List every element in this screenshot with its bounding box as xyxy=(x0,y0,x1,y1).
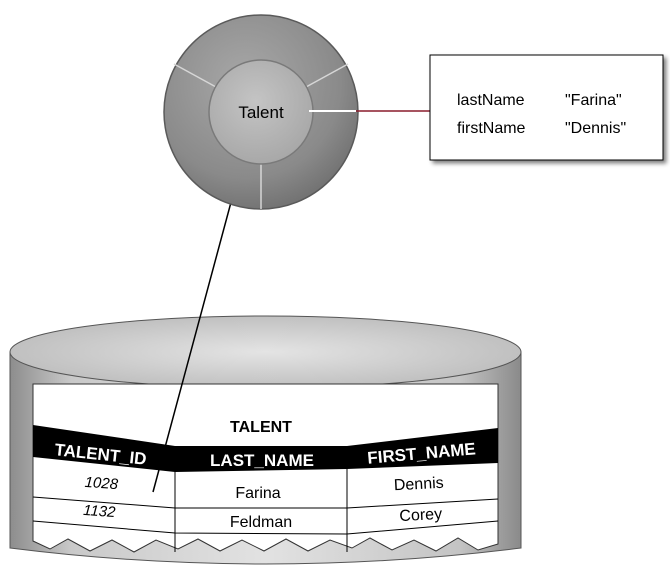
attribute-key: firstName xyxy=(457,120,526,137)
table-header-band xyxy=(33,425,498,472)
attribute-box-frame xyxy=(429,54,664,161)
attribute-key: lastName xyxy=(457,92,525,109)
attribute-value: "Dennis" xyxy=(565,120,626,137)
ring-divider xyxy=(173,63,217,88)
ring-divider xyxy=(305,63,349,88)
cell-talent-id: 1028 xyxy=(84,474,119,493)
table-title: TALENT xyxy=(230,419,292,436)
row-separator xyxy=(32,520,499,535)
talent-table: TALENT TALENT_ID LAST_NAME FIRST_NAME 10… xyxy=(32,383,499,553)
cell-talent-id: 1132 xyxy=(83,502,117,521)
cell-last-name: Feldman xyxy=(230,514,292,531)
attribute-box xyxy=(429,54,664,161)
cell-first-name: Corey xyxy=(399,506,443,525)
attribute-value: "Farina" xyxy=(565,92,622,109)
header-last-name: LAST_NAME xyxy=(210,451,314,470)
cell-last-name: Farina xyxy=(235,485,280,502)
cylinder-top xyxy=(9,315,522,389)
cell-first-name: Dennis xyxy=(393,475,444,495)
enterprise-object: Talent xyxy=(163,14,359,210)
object-label: Talent xyxy=(238,103,284,122)
row-separator xyxy=(32,496,499,509)
arrow-shaft xyxy=(152,179,238,493)
attribute-list: lastName "Farina" firstName "Dennis" xyxy=(457,92,626,137)
